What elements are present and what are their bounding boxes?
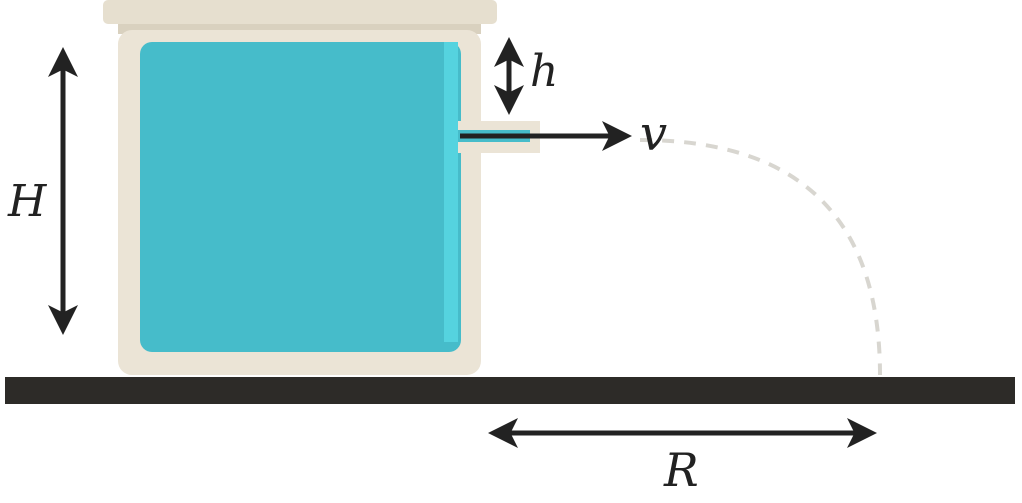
label-H: H (7, 176, 48, 227)
label-R: R (663, 443, 699, 497)
water-highlight (444, 42, 458, 342)
ground (5, 377, 1015, 404)
label-h: h (530, 46, 558, 97)
label-v: v (640, 106, 667, 162)
tank (118, 30, 481, 375)
tank-water (140, 42, 461, 352)
tank-lid (103, 0, 497, 34)
water-trajectory (639, 138, 882, 376)
